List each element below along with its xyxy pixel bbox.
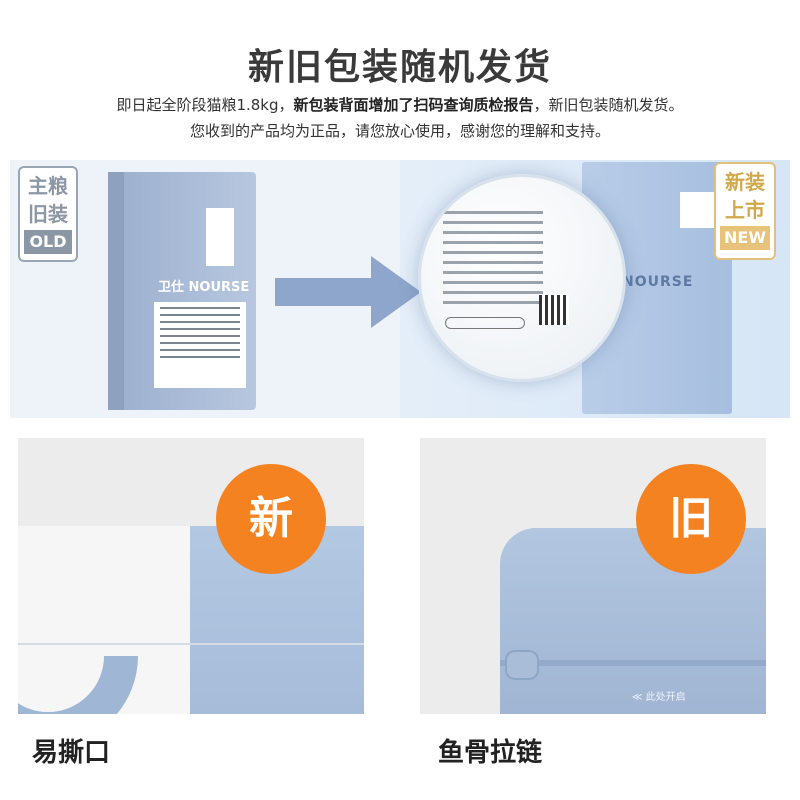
packaging-comparison-band: 主粮 旧装 OLD 卫仕 NOURSE NOURSE 新装 上市 NEW <box>10 160 790 418</box>
new-package-tag: 新装 上市 NEW <box>714 162 776 260</box>
old-package-tag: 主粮 旧装 OLD <box>18 166 78 262</box>
quality-stamp <box>445 317 525 329</box>
old-badge: 旧 <box>636 464 746 574</box>
easy-tear-panel: 新 <box>18 438 364 714</box>
new-badge: 新 <box>216 464 326 574</box>
new-tag-line-3: NEW <box>720 226 770 250</box>
notice-line-1-bold: 新包装背面增加了扫码查询质检报告 <box>293 96 534 114</box>
qr-code-icon <box>539 295 569 325</box>
zipper-panel: ≪ 此处开启 旧 <box>420 438 766 714</box>
notice-line-1-c: ，新旧包装随机发货。 <box>533 96 684 114</box>
page-title: 新旧包装随机发货 <box>247 47 552 88</box>
magnifier-back-label <box>418 174 626 382</box>
open-here-hint: ≪ 此处开启 <box>632 692 686 703</box>
label-text-lines <box>443 211 543 311</box>
notice-line-2: 您收到的产品均为正品，请您放心使用，感谢您的理解和支持。 <box>189 122 610 140</box>
old-bag-top-label <box>206 208 234 266</box>
old-tag-line-2: 旧装 <box>28 202 68 226</box>
right-arrow-icon <box>275 256 421 328</box>
tear-line <box>18 643 364 645</box>
zipper-caption: 鱼骨拉链 <box>438 738 543 768</box>
old-tag-line-3: OLD <box>24 230 72 254</box>
notice-line-1: 即日起全阶段猫粮1.8kg，新包装背面增加了扫码查询质检报告，新旧包装随机发货。 <box>0 94 800 115</box>
new-tag-line-1: 新装 <box>725 170 765 194</box>
old-bag-gusset <box>108 172 124 410</box>
zipper-pull-icon <box>505 650 539 680</box>
old-bag-logo: 卫仕 NOURSE <box>158 280 250 295</box>
new-bag-brand: NOURSE <box>622 274 694 290</box>
notice-line-1-a: 即日起全阶段猫粮1.8kg， <box>116 96 294 114</box>
new-bag-top-label <box>680 192 714 228</box>
old-tag-line-1: 主粮 <box>28 174 68 198</box>
new-tag-line-2: 上市 <box>725 198 765 222</box>
old-package-bag-image: 卫仕 NOURSE <box>108 172 256 410</box>
easy-tear-caption: 易撕口 <box>32 738 111 768</box>
old-bag-info-label <box>154 302 246 388</box>
zipper-line <box>500 660 766 666</box>
